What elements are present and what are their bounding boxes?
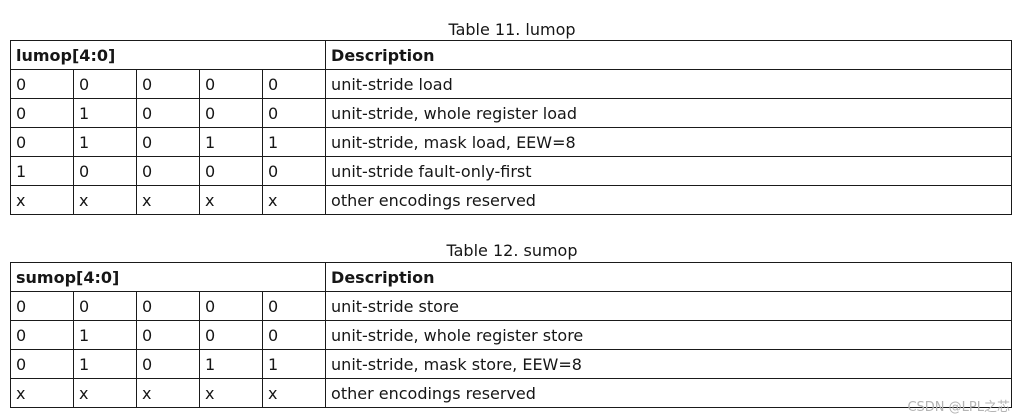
bit-cell: 0	[10, 291, 74, 321]
bit-cell: 1	[73, 320, 137, 350]
description-header: Description	[325, 40, 1012, 70]
bit-cell: 0	[261, 156, 327, 186]
bit-cell: x	[10, 185, 74, 215]
description-cell: unit-stride fault-only-first	[325, 156, 1012, 186]
field-header: lumop[4:0]	[9, 40, 327, 70]
bit-cell: 0	[199, 320, 263, 350]
bit-cell: x	[136, 378, 200, 408]
description-cell: unit-stride, whole register store	[325, 320, 1012, 350]
bit-cell: 1	[199, 349, 263, 379]
description-cell: other encodings reserved	[325, 378, 1012, 408]
table-row: x x x x x other encodings reserved	[10, 185, 1012, 215]
bit-cell: x	[199, 378, 263, 408]
bit-cell: 0	[136, 98, 200, 128]
bit-cell: 1	[73, 349, 137, 379]
table-row: 1 0 0 0 0 unit-stride fault-only-first	[10, 156, 1012, 186]
bit-cell: 1	[261, 127, 327, 157]
table-row: 0 0 0 0 0 unit-stride load	[10, 69, 1012, 99]
bit-cell: 1	[73, 127, 137, 157]
description-cell: unit-stride load	[325, 69, 1012, 99]
bit-cell: 1	[261, 349, 327, 379]
bit-cell: 0	[136, 291, 200, 321]
watermark: CSDN @LPL之芯	[907, 400, 1010, 415]
table-row: 0 0 0 0 0 unit-stride store	[10, 291, 1012, 321]
table-header-row: sumop[4:0] Description	[9, 262, 1012, 292]
bit-cell: x	[136, 185, 200, 215]
bit-cell: 0	[261, 291, 327, 321]
bit-cell: 0	[136, 320, 200, 350]
bit-cell: 0	[261, 69, 327, 99]
bit-cell: x	[261, 378, 327, 408]
description-cell: unit-stride store	[325, 291, 1012, 321]
bit-cell: x	[73, 378, 137, 408]
table-row: 0 1 0 0 0 unit-stride, whole register st…	[10, 320, 1012, 350]
bit-cell: 1	[10, 156, 74, 186]
bit-cell: x	[73, 185, 137, 215]
bit-cell: 0	[73, 291, 137, 321]
description-cell: unit-stride, whole register load	[325, 98, 1012, 128]
bit-cell: 0	[261, 98, 327, 128]
table-11-caption: Table 11. lumop	[448, 20, 576, 39]
table-row: 0 1 0 1 1 unit-stride, mask store, EEW=8	[10, 349, 1012, 379]
bit-cell: x	[199, 185, 263, 215]
bit-cell: 0	[10, 69, 74, 99]
description-header: Description	[325, 262, 1012, 292]
description-cell: other encodings reserved	[325, 185, 1012, 215]
table-header-row: lumop[4:0] Description	[9, 40, 1012, 70]
description-cell: unit-stride, mask store, EEW=8	[325, 349, 1012, 379]
bit-cell: x	[10, 378, 74, 408]
sumop-table: sumop[4:0] Description 0 0 0 0 0 unit-st…	[9, 262, 1012, 408]
bit-cell: 0	[199, 69, 263, 99]
bit-cell: 0	[136, 349, 200, 379]
bit-cell: 0	[136, 127, 200, 157]
bit-cell: 0	[199, 291, 263, 321]
table-12-caption: Table 12. sumop	[446, 241, 578, 260]
field-header: sumop[4:0]	[9, 262, 327, 292]
bit-cell: 1	[199, 127, 263, 157]
bit-cell: x	[261, 185, 327, 215]
table-row: 0 1 0 1 1 unit-stride, mask load, EEW=8	[10, 127, 1012, 157]
bit-cell: 0	[73, 156, 137, 186]
bit-cell: 0	[199, 156, 263, 186]
bit-cell: 0	[10, 349, 74, 379]
bit-cell: 0	[136, 156, 200, 186]
bit-cell: 0	[261, 320, 327, 350]
table-row: x x x x x other encodings reserved	[10, 378, 1012, 408]
description-cell: unit-stride, mask load, EEW=8	[325, 127, 1012, 157]
bit-cell: 0	[136, 69, 200, 99]
bit-cell: 1	[73, 98, 137, 128]
bit-cell: 0	[199, 98, 263, 128]
lumop-table: lumop[4:0] Description 0 0 0 0 0 unit-st…	[9, 40, 1012, 215]
bit-cell: 0	[73, 69, 137, 99]
bit-cell: 0	[10, 320, 74, 350]
bit-cell: 0	[10, 98, 74, 128]
table-row: 0 1 0 0 0 unit-stride, whole register lo…	[10, 98, 1012, 128]
bit-cell: 0	[10, 127, 74, 157]
